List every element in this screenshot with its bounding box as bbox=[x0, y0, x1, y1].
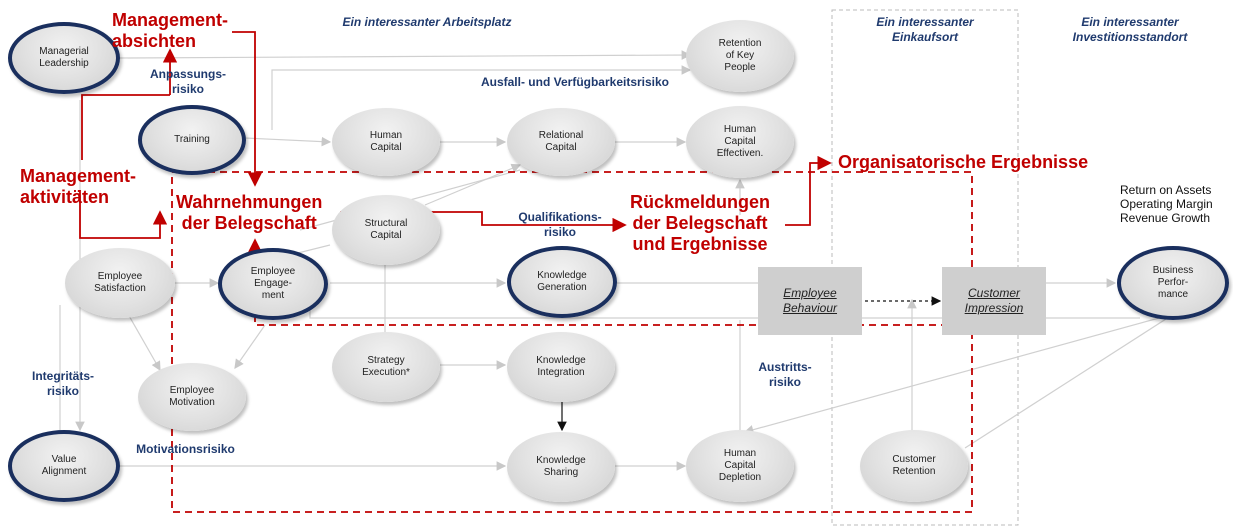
risk-qualifikation: Qualifikations- risiko bbox=[518, 210, 602, 239]
node-label: Employee Satisfaction bbox=[94, 271, 146, 294]
column-investitionsstandort: Ein interessanter Investitionsstandort bbox=[1072, 15, 1188, 44]
node-label: Relational Capital bbox=[538, 130, 584, 153]
node-label: Retention of Key People bbox=[718, 38, 762, 73]
node-employee-motivation: Employee Motivation bbox=[138, 363, 246, 431]
node-business-performance: Business Perfor- mance bbox=[1117, 246, 1229, 320]
node-label: Knowledge Generation bbox=[537, 270, 587, 293]
node-employee-engagement: Employee Engage- ment bbox=[218, 248, 328, 320]
box-employee-behaviour: Employee Behaviour bbox=[758, 267, 862, 335]
node-managerial-leadership: Managerial Leadership bbox=[8, 22, 120, 94]
node-strategy-execution: Strategy Execution* bbox=[332, 332, 440, 402]
node-hc-effectiveness: Human Capital Effectiven. bbox=[686, 106, 794, 178]
risk-austritt: Austritts- risiko bbox=[758, 360, 812, 389]
node-label: Business Perfor- mance bbox=[1152, 265, 1194, 300]
node-label: Managerial Leadership bbox=[39, 46, 89, 69]
node-label: Training bbox=[174, 134, 210, 145]
node-label: Human Capital Depletion bbox=[718, 448, 762, 483]
box-customer-impression: Customer Impression bbox=[942, 267, 1046, 335]
column-einkaufsort: Ein interessanter Einkaufsort bbox=[876, 15, 974, 44]
rueckmeldungen-to-ergebnisse bbox=[785, 155, 832, 226]
risk-motivation: Motivationsrisiko bbox=[136, 442, 235, 456]
absichten-down bbox=[232, 31, 263, 187]
node-label: Human Capital bbox=[369, 130, 403, 153]
node-human-capital: Human Capital bbox=[332, 108, 440, 176]
column-arbeitsplatz: Ein interessanter Arbeitsplatz bbox=[342, 15, 512, 29]
node-relational-capital: Relational Capital bbox=[507, 108, 615, 176]
aktivitaeten-to-wahrnehmungen bbox=[79, 190, 168, 239]
box-label: Customer Impression bbox=[964, 286, 1024, 315]
node-label: Knowledge Integration bbox=[536, 355, 586, 378]
node-label: Knowledge Sharing bbox=[536, 455, 586, 478]
node-label: Employee Engage- ment bbox=[250, 266, 296, 301]
node-employee-satisfaction: Employee Satisfaction bbox=[65, 248, 175, 318]
node-knowledge-integration: Knowledge Integration bbox=[507, 332, 615, 402]
label-organisatorische: Organisatorische Ergebnisse bbox=[838, 152, 1089, 172]
node-customer-retention: Customer Retention bbox=[860, 430, 968, 502]
node-retention-key-people: Retention of Key People bbox=[686, 20, 794, 92]
risk-anpassung: Anpassungs- risiko bbox=[149, 67, 226, 96]
node-label: Strategy Execution* bbox=[362, 355, 410, 378]
label-managementaktivitaeten: Management- aktivitäten bbox=[20, 166, 137, 207]
risk-ausfall: Ausfall- und Verfügbarkeitsrisiko bbox=[480, 75, 670, 89]
risk-integritaet: Integritäts- risiko bbox=[31, 369, 94, 398]
box-label: Employee Behaviour bbox=[782, 286, 838, 315]
node-training: Training bbox=[138, 105, 246, 175]
node-label: Human Capital Effectiven. bbox=[716, 124, 764, 159]
node-value-alignment: Value Alignment bbox=[8, 430, 120, 502]
node-hc-depletion: Human Capital Depletion bbox=[686, 430, 794, 502]
node-knowledge-sharing: Knowledge Sharing bbox=[507, 432, 615, 502]
node-structural-capital: Structural Capital bbox=[332, 195, 440, 265]
node-knowledge-generation: Knowledge Generation bbox=[507, 246, 617, 318]
node-label: Value Alignment bbox=[41, 454, 87, 477]
node-label: Employee Motivation bbox=[169, 385, 215, 408]
label-wahrnehmungen: Wahrnehmungen der Belegschaft bbox=[176, 192, 323, 233]
results-list: Return on Assets Operating Margin Revenu… bbox=[1120, 183, 1213, 225]
node-label: Customer Retention bbox=[892, 454, 936, 477]
label-managementabsichten: Management- absichten bbox=[112, 10, 229, 51]
label-rueckmeldungen: Rückmeldungen der Belegschaft und Ergebn… bbox=[630, 192, 771, 254]
node-label: Structural Capital bbox=[364, 218, 408, 241]
absichten-to-aktivitaeten bbox=[81, 94, 170, 160]
